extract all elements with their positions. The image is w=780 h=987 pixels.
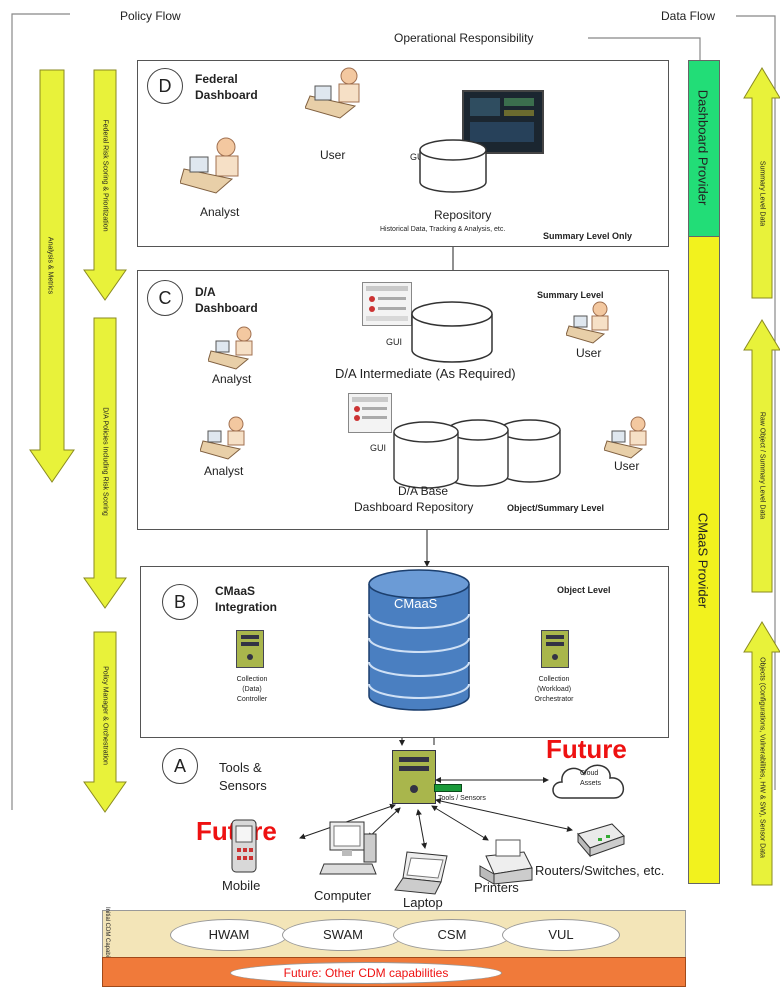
network-cable-icon [434, 784, 462, 792]
panel-c-user-top-label: User [576, 346, 602, 360]
printer-icon [476, 838, 536, 886]
panel-b-title-line1: CMaaS [215, 584, 256, 598]
mobile-phone-icon [228, 818, 260, 874]
panel-b-title-line2: Integration [215, 600, 277, 614]
panel-d-gui-label: GUI [410, 152, 427, 162]
analyst-top-workstation-icon [208, 325, 264, 370]
panel-c-title-line2: Dashboard [195, 301, 258, 315]
collection-orchestrator-line2: (Workload) [536, 686, 572, 693]
collection-controller-line2: (Data) [242, 686, 262, 693]
section-a-title-line1: Tools & [219, 760, 262, 775]
laptop-icon [393, 850, 453, 896]
data-flow-line [736, 15, 776, 790]
panel-b-object-level-label: Object Level [557, 585, 611, 595]
panel-c-summary-level-label: Summary Level [537, 290, 604, 300]
base-repository-database-icons [392, 418, 562, 490]
panel-c-letter: C [147, 280, 183, 316]
user-bottom-workstation-icon [604, 415, 658, 459]
panel-b-letter: B [162, 584, 198, 620]
da-base-label-line1: D/A Base [398, 484, 449, 498]
policy-flow-line [11, 13, 70, 810]
computer-label: Computer [314, 888, 372, 903]
analyst-workstation-icon [180, 135, 252, 195]
laptop-label: Laptop [403, 895, 443, 910]
collection-controller-line1: Collection [236, 676, 268, 683]
da-base-screen-thumbnail [348, 393, 392, 433]
panel-d-title-line1: Federal [195, 72, 238, 86]
da-dashboard-screen-thumbnail [362, 282, 412, 326]
data-flow-label: Data Flow [661, 9, 716, 23]
collection-controller-line3: Controller [236, 696, 268, 703]
cmaas-label: CMaaS [394, 596, 438, 611]
analyst-bottom-workstation-icon [200, 415, 256, 460]
collection-orchestrator-server-icon [541, 630, 569, 668]
intermediate-label: D/A Intermediate (As Required) [335, 366, 516, 381]
panel-d-title-line2: Dashboard [195, 88, 258, 102]
tools-sensors-label: Tools / Sensors [438, 795, 486, 802]
panel-d-level-label: Summary Level Only [543, 231, 633, 241]
capability-vul: VUL [502, 919, 620, 951]
capability-swam: SWAM [282, 919, 404, 951]
user-workstation-icon [305, 66, 375, 121]
collection-orchestrator-line1: Collection [538, 676, 570, 683]
router-switch-icon [576, 822, 626, 858]
panel-d-analyst-label: Analyst [200, 205, 240, 219]
computer-icon [318, 820, 378, 882]
section-a-letter: A [162, 748, 198, 784]
panel-c-user-bottom-label: User [614, 459, 640, 473]
policy-flow-label: Policy Flow [120, 9, 181, 23]
panel-c-title-line1: D/A [195, 285, 216, 299]
repository-sub-label: Historical Data, Tracking & Analysis, et… [380, 226, 506, 233]
collection-orchestrator-line3: Orchestrator [534, 696, 574, 703]
collection-controller-server-icon [236, 630, 264, 668]
tools-sensors-server-icon [392, 750, 436, 804]
panel-d-user-label: User [320, 148, 346, 162]
panel-c-object-summary-label: Object/Summary Level [507, 503, 605, 513]
panel-c-gui-top-label: GUI [386, 337, 403, 347]
cloud-label-line2: Assets [580, 780, 602, 787]
panel-c-gui-bottom-label: GUI [370, 443, 387, 453]
cmaas-database-stack-icon [366, 566, 472, 716]
mobile-label: Mobile [222, 878, 261, 893]
dashboard-provider-bar [688, 60, 720, 238]
cmaas-provider-bar [688, 236, 720, 884]
right-arrow-objects-label: Objects (Configurations, Vulnerabilities… [758, 657, 766, 858]
panel-d-letter: D [147, 68, 183, 104]
user-top-workstation-icon [566, 300, 620, 344]
capability-csm: CSM [393, 919, 511, 951]
future-capabilities-label: Future: Other CDM capabilities [230, 962, 502, 984]
section-a-title-line2: Sensors [219, 778, 267, 793]
cdm-capabilities-side-label: Initial CDM Capabilities [104, 907, 110, 970]
panel-c-analyst-top-label: Analyst [212, 372, 252, 386]
capability-hwam: HWAM [170, 919, 288, 951]
operational-responsibility-line [588, 37, 701, 60]
printers-label: Printers [474, 880, 519, 895]
da-base-label-line2: Dashboard Repository [354, 500, 474, 514]
future-cloud-label: Future [546, 734, 627, 764]
cloud-assets-icon [548, 756, 632, 806]
operational-responsibility-label: Operational Responsibility [394, 31, 534, 45]
cloud-label-line1: Cloud [580, 770, 599, 777]
routers-label: Routers/Switches, etc. [535, 863, 665, 878]
panel-c-analyst-bottom-label: Analyst [204, 464, 244, 478]
intermediate-database-icon [410, 300, 494, 366]
repository-label: Repository [434, 208, 492, 222]
repository-database-icon [418, 138, 488, 196]
